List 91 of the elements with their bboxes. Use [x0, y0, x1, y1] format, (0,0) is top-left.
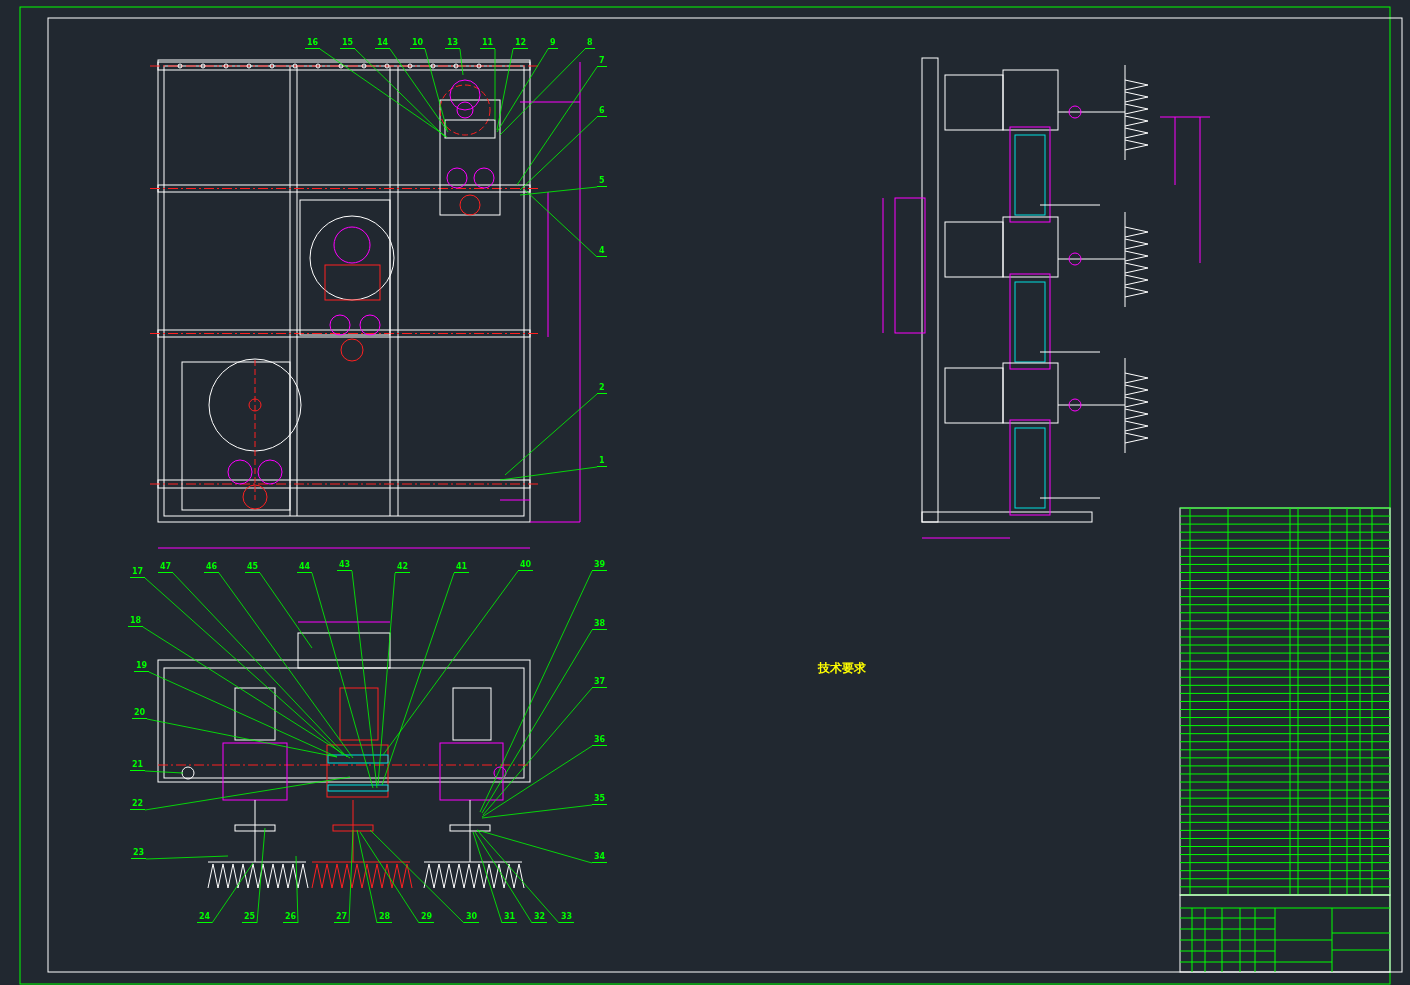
leader-line [481, 629, 593, 814]
leader-line [479, 570, 593, 813]
callout-number: 40 [518, 560, 534, 571]
leader-line [145, 855, 229, 860]
leader-line [144, 776, 351, 811]
leader-line [348, 829, 354, 924]
callout-number: 1 [597, 456, 607, 467]
callout-number: 6 [597, 106, 607, 117]
callout-number: 26 [283, 912, 299, 923]
callout-number: 8 [585, 38, 595, 49]
leader-line [424, 48, 448, 131]
callout-number: 39 [592, 560, 608, 571]
leader-line [259, 572, 313, 649]
leader-line [496, 48, 514, 131]
callout-number: 9 [548, 38, 558, 49]
leader-line [474, 831, 533, 924]
callout-number: 16 [305, 38, 321, 49]
leader-line [476, 829, 560, 924]
leader-line [382, 570, 519, 756]
callout-number: 46 [204, 562, 220, 573]
callout-number: 31 [502, 912, 518, 923]
callout-number: 2 [597, 383, 607, 394]
callout-number: 13 [445, 38, 461, 49]
leader-line [482, 687, 593, 816]
callout-number: 32 [532, 912, 548, 923]
leader-line [389, 48, 449, 133]
callout-number: 33 [559, 912, 575, 923]
leader-line [351, 570, 378, 789]
leader-line [369, 829, 465, 924]
leader-line [524, 189, 598, 258]
callout-number: 23 [131, 848, 147, 859]
leader-line [519, 116, 598, 191]
callout-number: 41 [454, 562, 470, 573]
leader-line [459, 48, 464, 76]
leader-line [504, 393, 598, 476]
callout-number: 29 [419, 912, 435, 923]
leader-line [472, 831, 503, 924]
leader-line [494, 48, 496, 121]
callout-number: 34 [592, 852, 608, 863]
leader-line [381, 572, 455, 786]
leader-line [311, 572, 374, 789]
callout-number: 19 [134, 661, 150, 672]
callout-number: 15 [340, 38, 356, 49]
leader-line [144, 770, 184, 774]
leader-line [359, 831, 420, 924]
callout-number: 28 [377, 912, 393, 923]
callout-number: 5 [597, 176, 607, 187]
callout-number: 30 [464, 912, 480, 923]
leader-line [146, 718, 338, 758]
leader-line [481, 804, 593, 819]
callout-number: 36 [592, 735, 608, 746]
callout-number: 10 [410, 38, 426, 49]
leader-line [516, 66, 598, 186]
callout-number: 25 [242, 912, 258, 923]
leader-line [354, 48, 446, 138]
callout-number: 27 [334, 912, 350, 923]
callout-number: 42 [395, 562, 411, 573]
callout-number: 17 [130, 567, 146, 578]
callout-number: 4 [597, 246, 607, 257]
callout-number: 47 [158, 562, 174, 573]
callout-number: 20 [132, 708, 148, 719]
leader-line [319, 48, 448, 138]
leader-line [144, 577, 344, 756]
callout-number: 14 [375, 38, 391, 49]
callout-number: 24 [197, 912, 213, 923]
leader-line [356, 829, 378, 924]
callout-number: 35 [592, 794, 608, 805]
callout-number: 44 [297, 562, 313, 573]
leader-line [519, 186, 598, 196]
notes-heading: 技术要求 [818, 660, 866, 677]
leader-line [499, 466, 598, 481]
leader-line [142, 626, 351, 759]
callout-number: 38 [592, 619, 608, 630]
callout-number: 22 [130, 799, 146, 810]
callout-number: 12 [513, 38, 529, 49]
leader-line [218, 572, 354, 759]
leader-line [499, 48, 586, 136]
callout-number: 37 [592, 677, 608, 688]
callout-number: 21 [130, 760, 146, 771]
callout-number: 7 [597, 56, 607, 67]
callout-number: 43 [337, 560, 353, 571]
leader-line [377, 572, 396, 786]
leader-line [256, 827, 266, 924]
callout-number: 18 [128, 616, 144, 627]
leader-line [481, 745, 593, 818]
leader-line [476, 829, 593, 864]
callout-number: 45 [245, 562, 261, 573]
leader-line [211, 862, 254, 924]
leader-line [295, 855, 299, 924]
callout-number: 11 [480, 38, 496, 49]
leader-line [496, 48, 549, 133]
